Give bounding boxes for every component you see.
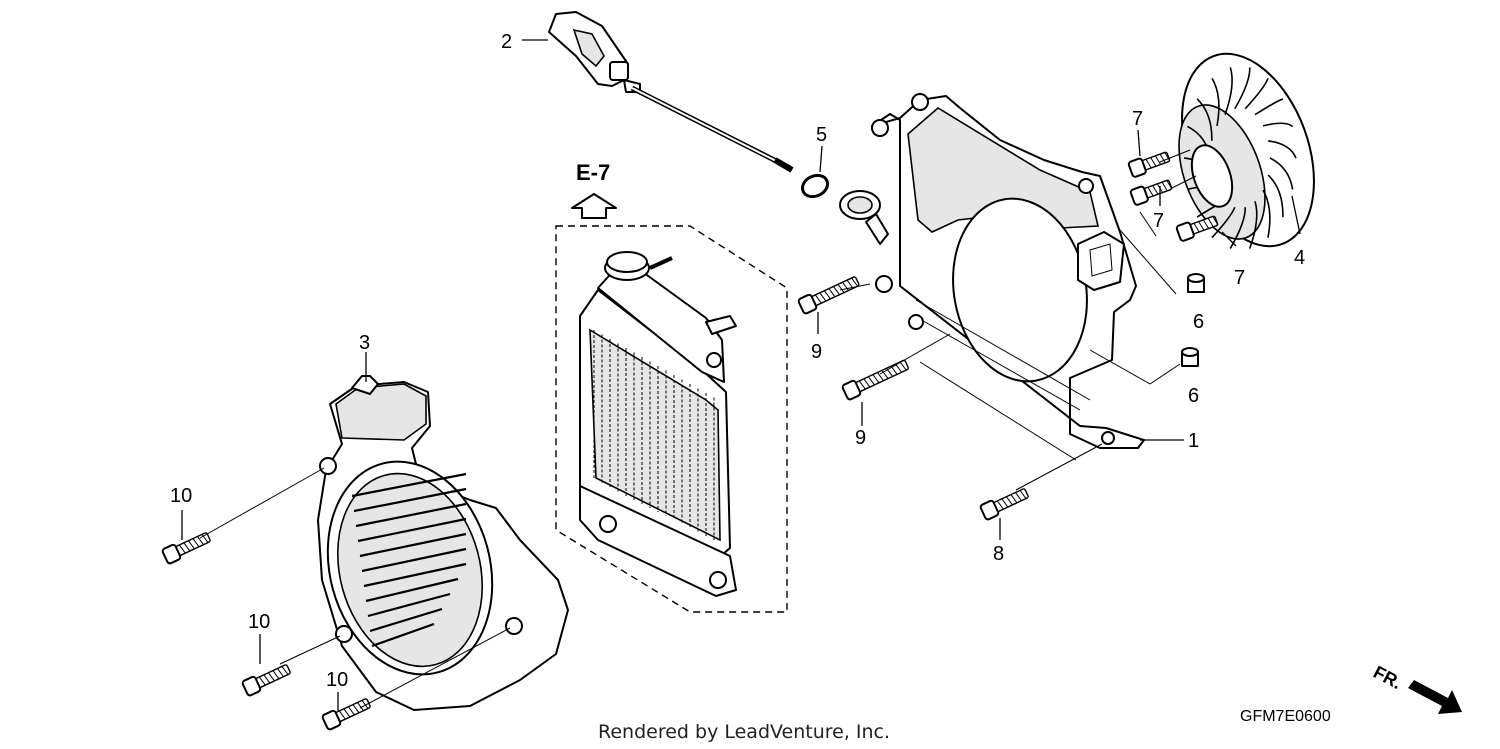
shroud-panel[interactable] [839,93,1145,449]
o-ring[interactable] [799,171,831,200]
oil-dipstick[interactable] [548,11,794,173]
callouts: 1 2 3 4 5 6 6 7 7 7 8 9 9 10 10 10 [170,31,1305,691]
front-arrow-icon [1408,680,1462,714]
fan-bolt-top[interactable] [1127,149,1171,178]
bolt-9-lower[interactable] [841,357,910,401]
credit-text: Rendered by LeadVenture, Inc. [598,721,890,743]
cover-bolt-upper[interactable] [161,530,212,565]
reference-label[interactable]: E-7 [576,160,610,185]
fan-bolt-middle[interactable] [1129,177,1173,206]
fan-bolt-right[interactable] [1175,213,1219,242]
dowel-pin-1[interactable] [1187,273,1205,293]
front-indicator: FR. [1370,662,1462,714]
callout-9-lower[interactable]: 9 [855,427,866,449]
callout-10-lower[interactable]: 10 [326,669,348,691]
cooling-fan[interactable] [1157,36,1338,265]
cover-bolt-middle[interactable] [241,662,292,697]
callout-1[interactable]: 1 [1188,430,1199,452]
callout-5[interactable]: 5 [816,124,827,146]
front-label: FR. [1370,662,1405,693]
callout-6-lower[interactable]: 6 [1188,385,1199,407]
part-code: GFM7E0600 [1240,708,1331,725]
callout-3[interactable]: 3 [359,332,370,354]
callout-10-middle[interactable]: 10 [248,611,270,633]
fan-cover[interactable] [305,375,569,711]
callout-2[interactable]: 2 [501,31,512,53]
bolt-8[interactable] [979,486,1030,521]
callout-10-upper[interactable]: 10 [170,485,192,507]
callout-8[interactable]: 8 [993,543,1004,565]
callout-9-upper[interactable]: 9 [811,341,822,363]
leader-lines [181,39,1301,712]
callout-4[interactable]: 4 [1294,247,1305,269]
callout-7-middle[interactable]: 7 [1153,210,1164,232]
callout-7-right[interactable]: 7 [1234,267,1245,289]
dowel-pin-2[interactable] [1181,347,1199,367]
cover-bolt-lower[interactable] [321,696,372,731]
reference-arrow [571,193,617,219]
callout-6-upper[interactable]: 6 [1193,311,1204,333]
radiator[interactable] [555,225,788,613]
bolt-9-upper[interactable] [797,274,861,315]
callout-7-top[interactable]: 7 [1132,108,1143,130]
